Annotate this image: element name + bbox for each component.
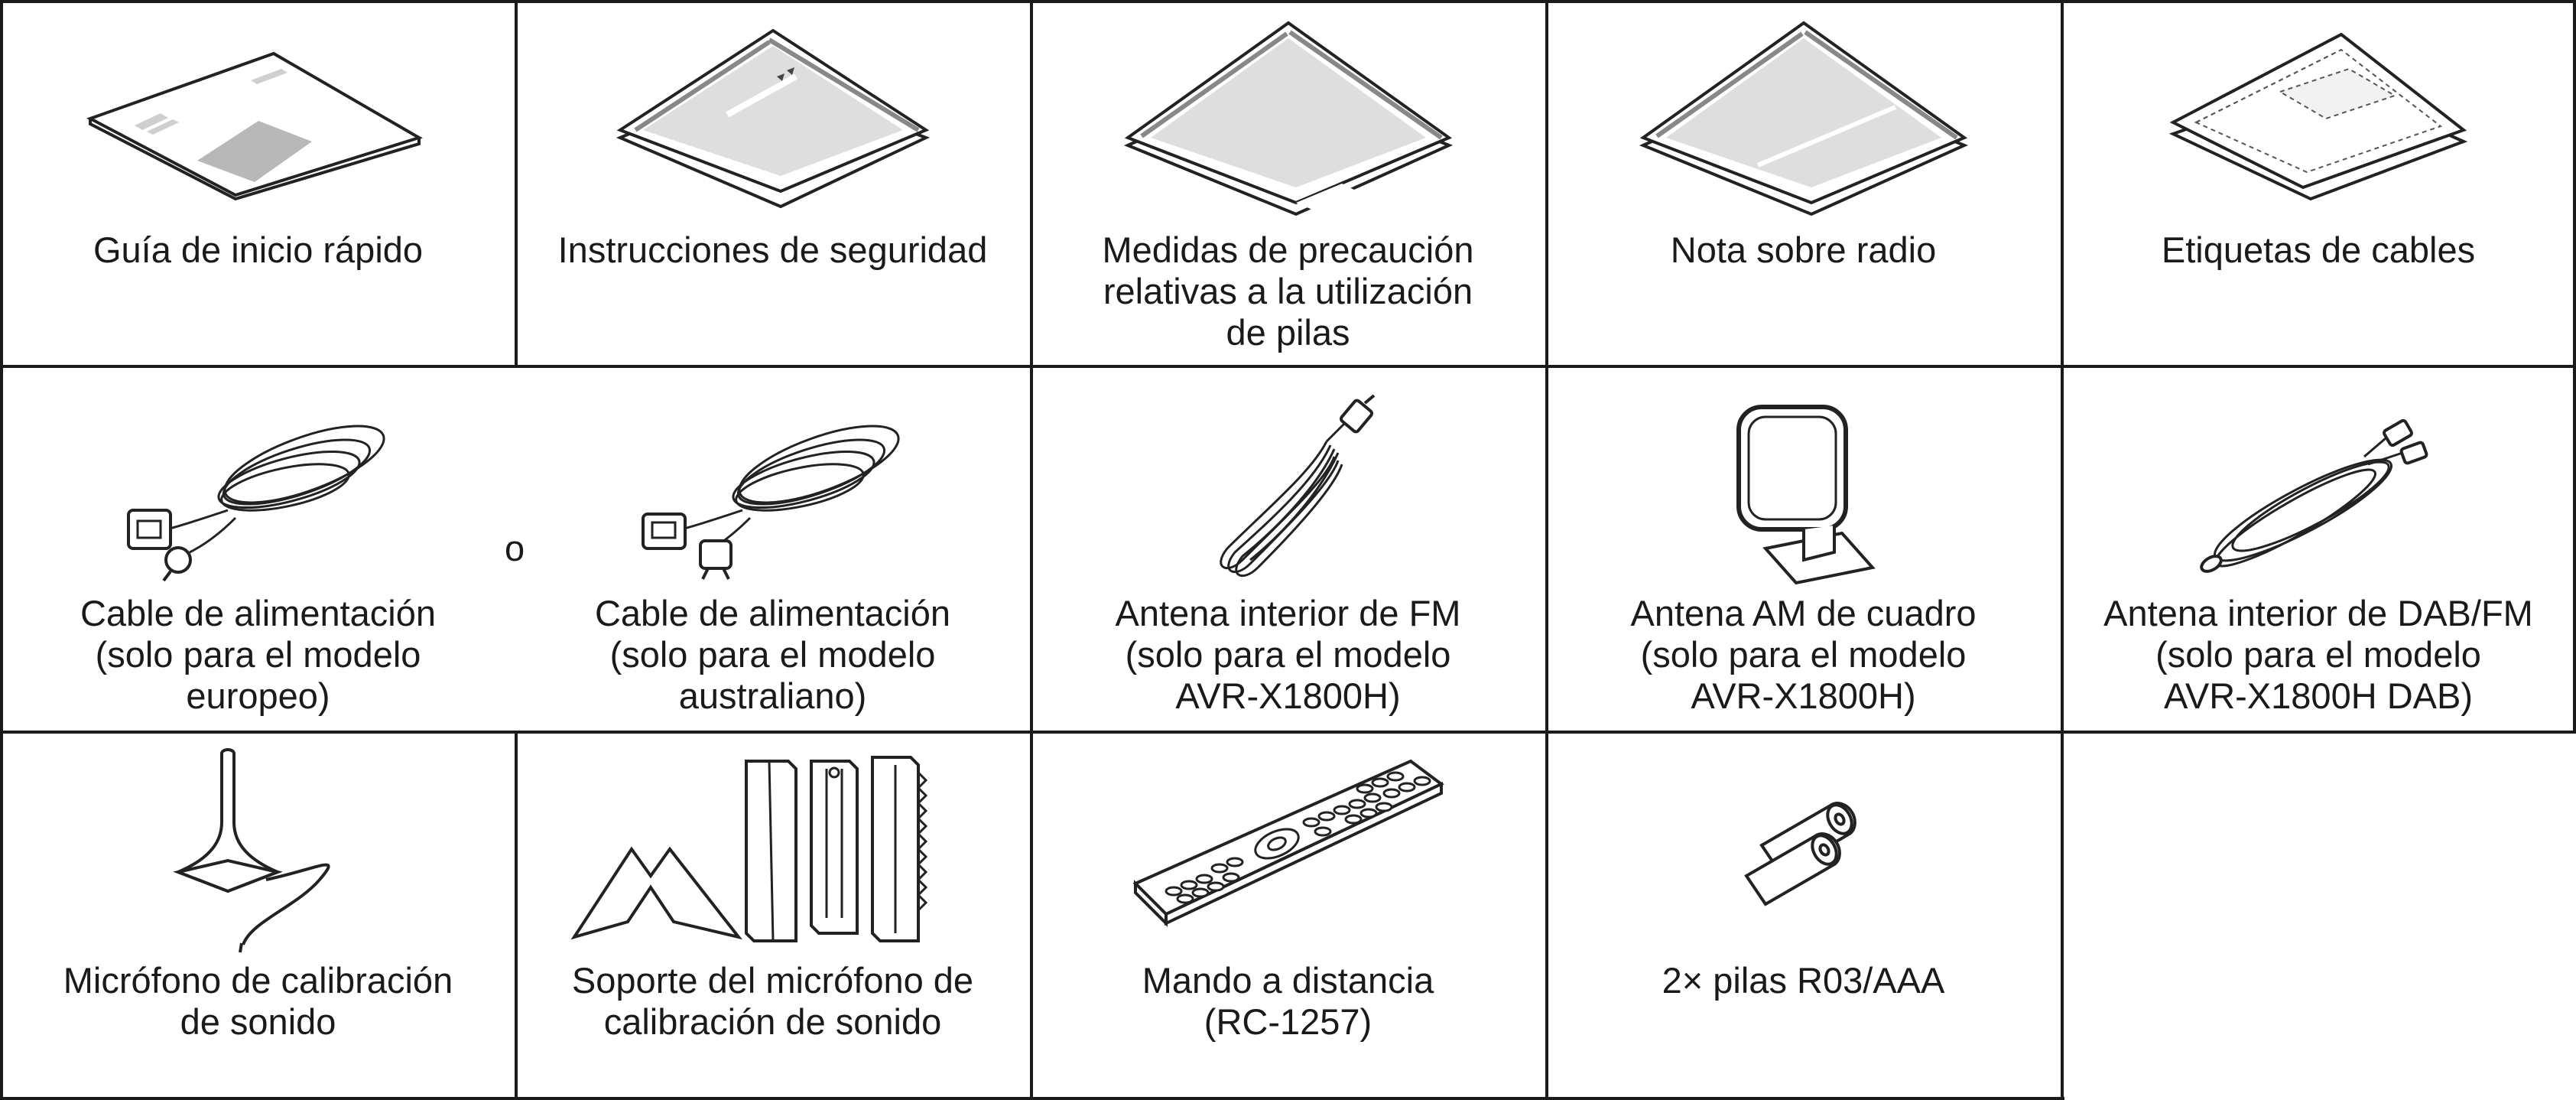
table-border-right xyxy=(2573,0,2576,734)
item-label: 2× pilas R03/AAA xyxy=(1662,960,1945,1001)
item-cell: Antena AM de cuadro (solo para el modelo… xyxy=(1545,365,2061,731)
item-cell: Etiquetas de cables xyxy=(2061,0,2576,366)
item-label: Medidas de precaución relativas a la uti… xyxy=(1102,229,1474,353)
item-label: Antena interior de DAB/FM (solo para el … xyxy=(2103,593,2533,716)
item-label: Guía de inicio rápido xyxy=(93,229,424,270)
item-label: Mando a distancia (RC-1257) xyxy=(1142,960,1434,1042)
item-cell: Instrucciones de seguridad xyxy=(515,0,1031,366)
item-label: Cable de alimentación (solo para el mode… xyxy=(80,593,437,716)
radio-note-icon xyxy=(1545,15,2061,222)
au-power-cord-icon xyxy=(515,403,1031,580)
am-loop-antenna-icon xyxy=(1545,395,2061,587)
item-cell: Nota sobre radio xyxy=(1545,0,2061,366)
item-cell: Soporte del micrófono de calibración de … xyxy=(515,731,1031,1100)
item-cell: Guía de inicio rápido xyxy=(0,0,516,366)
item-label: Instrucciones de seguridad xyxy=(557,229,988,270)
cable-labels-icon xyxy=(2061,27,2576,203)
item-label: Antena interior de FM (solo para el mode… xyxy=(1115,593,1461,716)
table-border-left xyxy=(0,0,3,1100)
column-divider xyxy=(2061,0,2064,1100)
row-divider xyxy=(0,731,2576,734)
column-divider xyxy=(1030,0,1033,1100)
column-divider xyxy=(1545,0,1548,1100)
row-divider xyxy=(0,365,2576,368)
aaa-batteries-icon xyxy=(1545,792,2061,906)
item-label: Nota sobre radio xyxy=(1670,229,1937,270)
item-cell: 2× pilas R03/AAA xyxy=(1545,731,2061,1100)
item-cell: Cable de alimentación (solo para el mode… xyxy=(0,365,516,731)
battery-precautions-icon xyxy=(1030,15,1546,222)
item-label: Cable de alimentación (solo para el mode… xyxy=(594,593,951,716)
safety-instructions-icon xyxy=(515,23,1031,214)
item-cell: Mando a distancia (RC-1257) xyxy=(1030,731,1546,1100)
eu-power-cord-icon xyxy=(0,403,516,582)
dab-fm-antenna-icon xyxy=(2061,411,2576,579)
remote-control-icon xyxy=(1030,746,1546,937)
item-cell: Cable de alimentación (solo para el mode… xyxy=(515,365,1031,731)
item-label: Antena AM de cuadro (solo para el modelo… xyxy=(1630,593,1977,716)
item-cell: Antena interior de DAB/FM (solo para el … xyxy=(2061,365,2576,731)
or-separator: o xyxy=(505,528,525,568)
column-divider xyxy=(515,731,518,1100)
item-label: Micrófono de calibración de sonido xyxy=(63,960,453,1042)
quick-start-guide-icon xyxy=(0,46,516,201)
calibration-microphone-icon xyxy=(0,746,516,953)
item-label: Soporte del micrófono de calibración de … xyxy=(571,960,974,1042)
item-cell: Micrófono de calibración de sonido xyxy=(0,731,516,1100)
item-cell: Antena interior de FM (solo para el mode… xyxy=(1030,365,1546,731)
item-label: Etiquetas de cables xyxy=(2161,229,2476,270)
fm-antenna-icon xyxy=(1030,394,1546,587)
microphone-stand-icon xyxy=(515,750,1031,949)
column-divider xyxy=(515,0,518,366)
item-cell: Medidas de precaución relativas a la uti… xyxy=(1030,0,1546,366)
table-border-top xyxy=(0,0,2576,3)
